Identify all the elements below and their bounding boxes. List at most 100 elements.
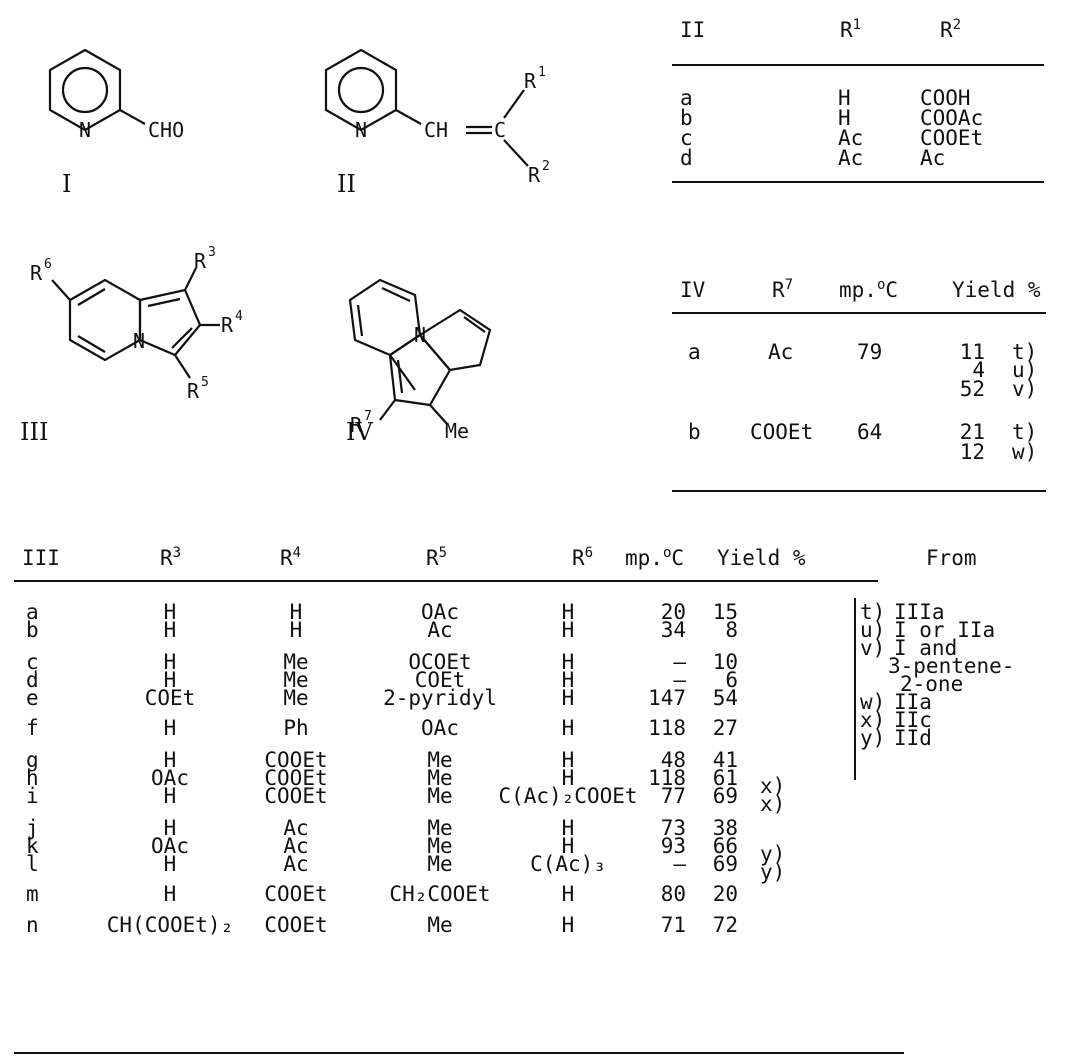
table-III-row-yield: 72 <box>712 913 738 937</box>
table-III-row-r5: OCOEt <box>408 650 472 674</box>
footnote-text: IIa <box>894 690 932 714</box>
table-III-row-r3: H <box>163 852 177 876</box>
table-III-row-id: k <box>26 834 39 858</box>
table-III-row-yield: 41 <box>712 748 738 772</box>
table-III-row-id: n <box>26 913 39 937</box>
table-II-rule-bottom <box>672 181 1044 183</box>
footnote-key: t) <box>860 600 886 624</box>
r6-label: R <box>30 261 43 285</box>
table-II-rule-top <box>672 64 1044 66</box>
structure-IV: N R 7 Me <box>348 278 492 443</box>
me-label: Me <box>445 419 469 443</box>
table-III-row-r6: C(Ac)₂COOEt <box>498 784 638 808</box>
table-IV-yield-value: 11 <box>959 340 985 364</box>
table-III-row-mp: 80 <box>660 882 686 906</box>
footnote-text: IIIa <box>894 600 945 624</box>
table-II-row-r2: COOH <box>920 86 971 110</box>
footnote-key: x) <box>860 708 886 732</box>
table-III-row-r3: OAc <box>151 766 189 790</box>
table-III-row-r6: H <box>561 650 575 674</box>
five-ring-double-a <box>396 359 404 394</box>
table-III-row-r5: OAc <box>421 600 459 624</box>
table-III-row-r5: Me <box>427 852 453 876</box>
table-III-row-r6: H <box>561 882 575 906</box>
table-III-row-r4: Ac <box>283 834 309 858</box>
r1-sup: 1 <box>538 65 546 80</box>
table-III-row-yield: 8 <box>725 618 738 642</box>
table-III-row-id: g <box>26 748 39 772</box>
table-III-row-r4: Me <box>283 686 309 710</box>
table-II-row-id: d <box>680 146 693 170</box>
r5-label: R <box>187 379 200 403</box>
table-III-row-id: d <box>26 668 39 692</box>
table-IV-header-mp: mp.oC <box>839 277 899 302</box>
table-II-row-r1: Ac <box>838 126 864 150</box>
r4-label: R <box>221 313 234 337</box>
table-III-row-r3: H <box>163 716 177 740</box>
r4-sup: 4 <box>235 309 243 324</box>
table-III-row-r6: H <box>561 913 575 937</box>
footnote-key: u) <box>860 618 886 642</box>
structure-I: N CHO <box>48 48 184 142</box>
table-III-row-r5: Me <box>427 834 453 858</box>
table-III-row-r5: Me <box>427 766 453 790</box>
table-III-row-r6: H <box>561 816 575 840</box>
structure-III: N R 6 R 3 R 4 R 5 <box>30 245 243 403</box>
table-IV-yield-value: 4 <box>972 358 985 382</box>
table-IV-yield-value: 21 <box>959 420 985 444</box>
table-III-row-r6: H <box>561 618 575 642</box>
table-IV-header-r7: R7 <box>772 277 794 302</box>
table-III-row-mp: 20 <box>660 600 686 624</box>
table-III-row-mp: 48 <box>660 748 686 772</box>
table-III-row-r5: Me <box>427 748 453 772</box>
table-IV-rule-top <box>672 312 1046 314</box>
table-III-row-r5: 2-pyridyl <box>383 686 497 710</box>
table-IV-row-id: b <box>688 420 701 444</box>
table-III-row-yield: 69 <box>712 784 738 808</box>
table-III-row-r4: COOEt <box>264 766 328 790</box>
bond-r5 <box>174 354 191 379</box>
table-III-row-r5: OAc <box>421 716 459 740</box>
table-III-row-r3: H <box>163 784 177 808</box>
table-III-rule-bottom <box>14 1052 904 1054</box>
table-III-row-r6: H <box>561 748 575 772</box>
table-III-row-mp: 73 <box>660 816 686 840</box>
table-III-row-r5: Me <box>427 816 453 840</box>
table-II-header-r1: R1 <box>840 17 862 42</box>
table-III-row-mp: – <box>673 668 686 692</box>
table-III-row-note: x) <box>760 792 786 816</box>
footnote-text: I or IIa <box>894 618 996 642</box>
table-III-row-r4: COOEt <box>264 913 328 937</box>
table-III-row-id: c <box>26 650 39 674</box>
table-II-row-id: c <box>680 126 693 150</box>
r6-sup: 6 <box>44 257 52 272</box>
table-III-row-r6: H <box>561 668 575 692</box>
table-III-row-r4: H <box>289 600 303 624</box>
table-III-row-note: y) <box>760 860 786 884</box>
r7-sup: 7 <box>364 409 372 424</box>
table-III-row-r6: H <box>561 766 575 790</box>
table-III-rule-top <box>14 580 878 582</box>
table-III-row-r3: H <box>163 600 177 624</box>
footnote-text: I and <box>894 636 958 660</box>
aromatic-circle <box>337 66 385 114</box>
pyridine-ring <box>324 48 398 132</box>
bond-cho <box>119 109 146 125</box>
six-ring-double-1 <box>381 287 411 302</box>
five-ring-double-2 <box>171 327 193 349</box>
r7-label: R <box>350 413 363 437</box>
table-IV-header-id: IV <box>680 278 706 302</box>
table-III-row-mp: 118 <box>648 766 686 790</box>
bond-r1 <box>503 89 525 119</box>
table-III-row-id: f <box>26 716 39 740</box>
table-III-row-r4: Ac <box>283 852 309 876</box>
table-II-header-id: II <box>680 18 706 42</box>
ring-nitrogen: N <box>355 118 367 142</box>
table-III-row-mp: 34 <box>660 618 686 642</box>
six-ring-double-1 <box>77 288 106 306</box>
table-III-row-yield: 61 <box>712 766 738 790</box>
table-III-row-mp: 118 <box>648 716 686 740</box>
table-III-row-id: m <box>26 882 39 906</box>
table-III-row-yield: 27 <box>712 716 738 740</box>
table-IV-rule-bottom <box>672 490 1046 492</box>
